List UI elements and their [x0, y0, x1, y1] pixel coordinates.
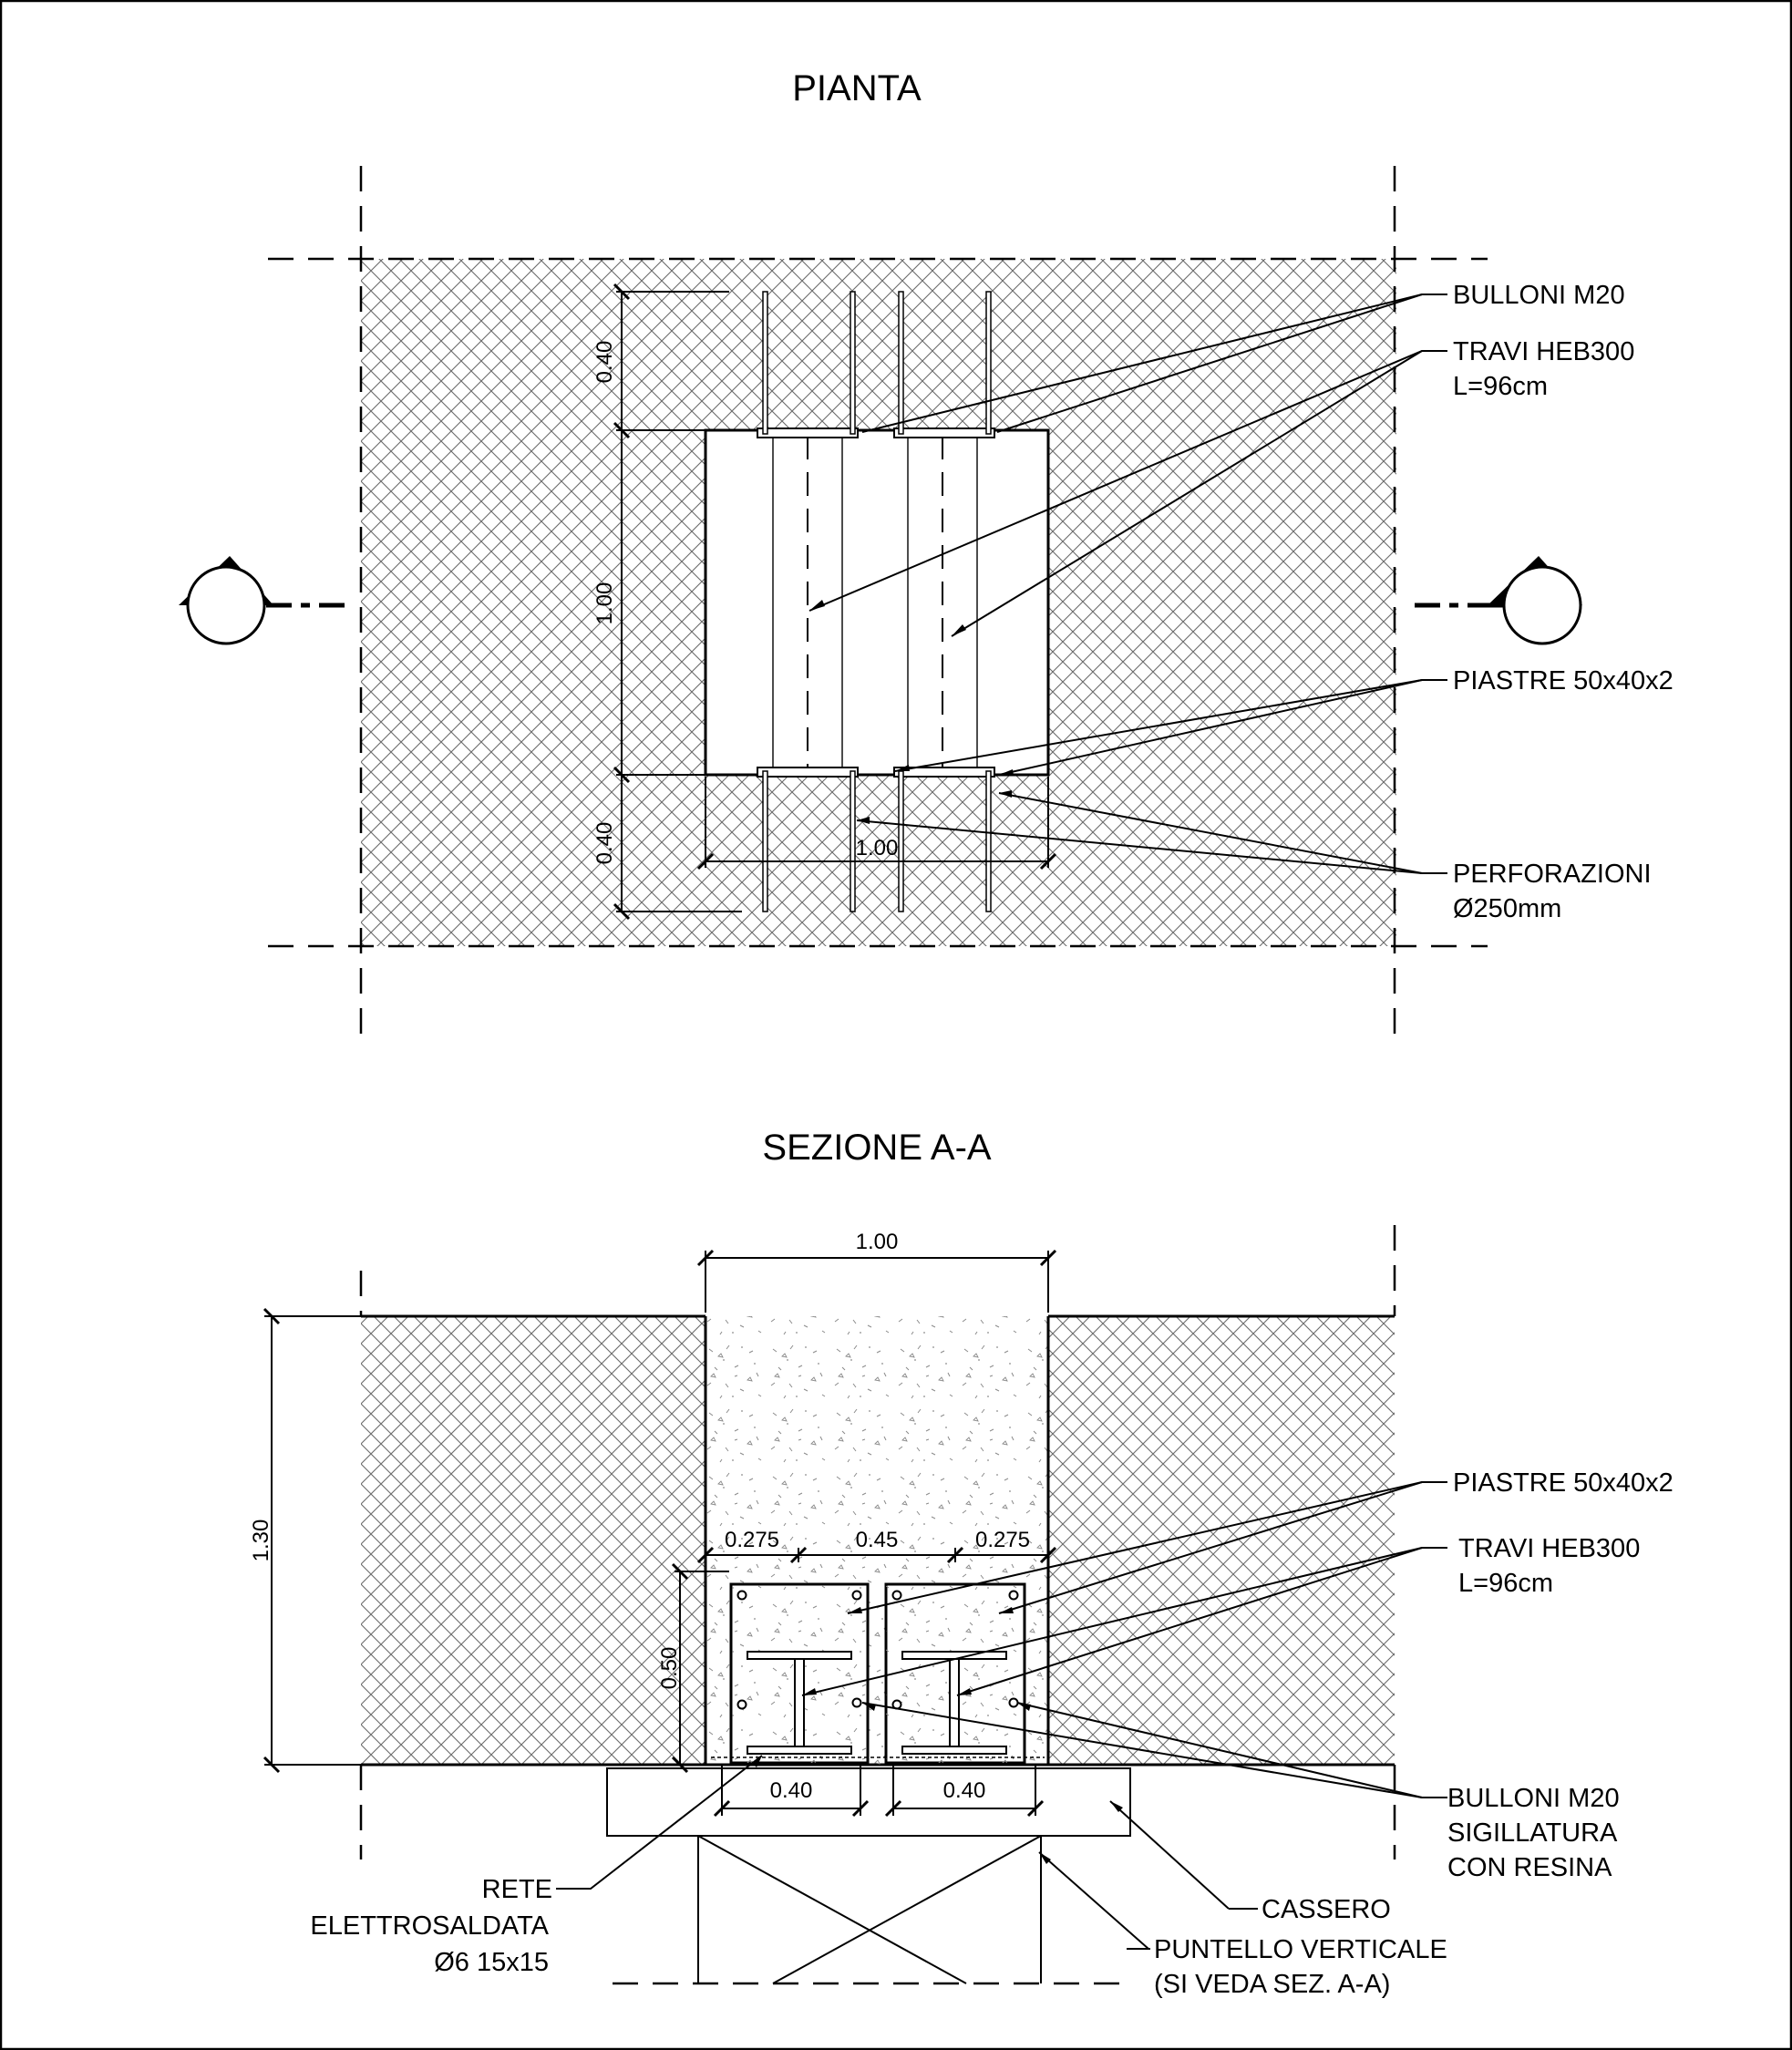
section-beam-left: [747, 1651, 852, 1755]
plan-label-beams: TRAVI HEB300: [1453, 337, 1634, 366]
plan-plate: [893, 767, 995, 778]
section-label-beams: TRAVI HEB300: [1458, 1534, 1640, 1563]
section-label-sealing: SIGILLATURA: [1447, 1818, 1618, 1848]
plan-beams: [772, 436, 978, 771]
section-dim-plate-height: [671, 1562, 729, 1774]
plan-dim-bottom: 0.40: [592, 822, 617, 865]
section-label-beams-length: L=96cm: [1458, 1569, 1553, 1598]
section-title: SEZIONE A-A: [762, 1128, 991, 1168]
plan-arrowheads: [809, 600, 1014, 824]
section-label-prop: PUNTELLO VERTICALE: [1154, 1935, 1447, 1964]
section-label-mesh: RETE: [482, 1875, 552, 1904]
section-arrowheads: [752, 1607, 1123, 1864]
section-dim-edge-right: 0.275: [975, 1528, 1030, 1552]
section-dim-edge-left: 0.275: [725, 1528, 779, 1552]
plan-drill-rods: [762, 291, 992, 912]
plan-plate: [757, 767, 859, 778]
section-soil-left: [361, 1316, 705, 1765]
section-dim-bottom-left: 0.40: [770, 1778, 813, 1803]
plan-title: PIANTA: [792, 68, 922, 108]
plan-dim-top: 0.40: [592, 341, 617, 384]
section-dim-split: [696, 1546, 1057, 1582]
plan-plate: [893, 428, 995, 438]
plan-vertical-dimension: [613, 283, 742, 921]
section-label-mesh-type: ELETTROSALDATA: [310, 1911, 549, 1941]
plan-label-bolts: BULLONI M20: [1453, 281, 1625, 310]
section-label-prop-note: (SI VEDA SEZ. A-A): [1154, 1970, 1390, 1999]
section-dim-bottom: [713, 1765, 1045, 1818]
section-dim-mid: 0.45: [856, 1528, 899, 1552]
section-label-formwork: CASSERO: [1262, 1895, 1391, 1924]
plan-plate: [757, 428, 859, 438]
section-beam-right: [901, 1651, 1007, 1755]
section-dim-plate-height-label: 0.50: [657, 1647, 682, 1690]
plan-label-drilling: PERFORAZIONI: [1453, 860, 1652, 889]
section-label-bolts: BULLONI M20: [1447, 1784, 1620, 1813]
section-marker-right: [1415, 556, 1582, 645]
plan-dim-width: 1.00: [856, 836, 899, 860]
section-leaders: [556, 1481, 1447, 1950]
section-dim-top: [696, 1249, 1057, 1313]
section-props: [613, 1835, 1127, 1985]
plan-label-drilling-diameter: Ø250mm: [1453, 894, 1561, 923]
plan-horizontal-dimension: [696, 777, 1057, 870]
section-dim-height: [263, 1307, 361, 1774]
section-dim-height-label: 1.30: [249, 1519, 273, 1562]
section-dim-top-label: 1.00: [856, 1230, 899, 1254]
section-label-mesh-spec: Ø6 15x15: [434, 1948, 549, 1977]
section-label-plates: PIASTRE 50x40x2: [1453, 1468, 1674, 1498]
section-soil-right: [1048, 1316, 1395, 1765]
plan-label-plates: PIASTRE 50x40x2: [1453, 666, 1674, 695]
plan-label-beams-length: L=96cm: [1453, 372, 1548, 401]
plan-dim-middle: 1.00: [592, 582, 617, 625]
plan-leaders: [808, 294, 1447, 874]
plan-concrete-block: [705, 430, 1048, 775]
section-dim-bottom-right: 0.40: [943, 1778, 986, 1803]
section-marker-left: [179, 556, 345, 645]
section-label-resin: CON RESINA: [1447, 1853, 1612, 1882]
